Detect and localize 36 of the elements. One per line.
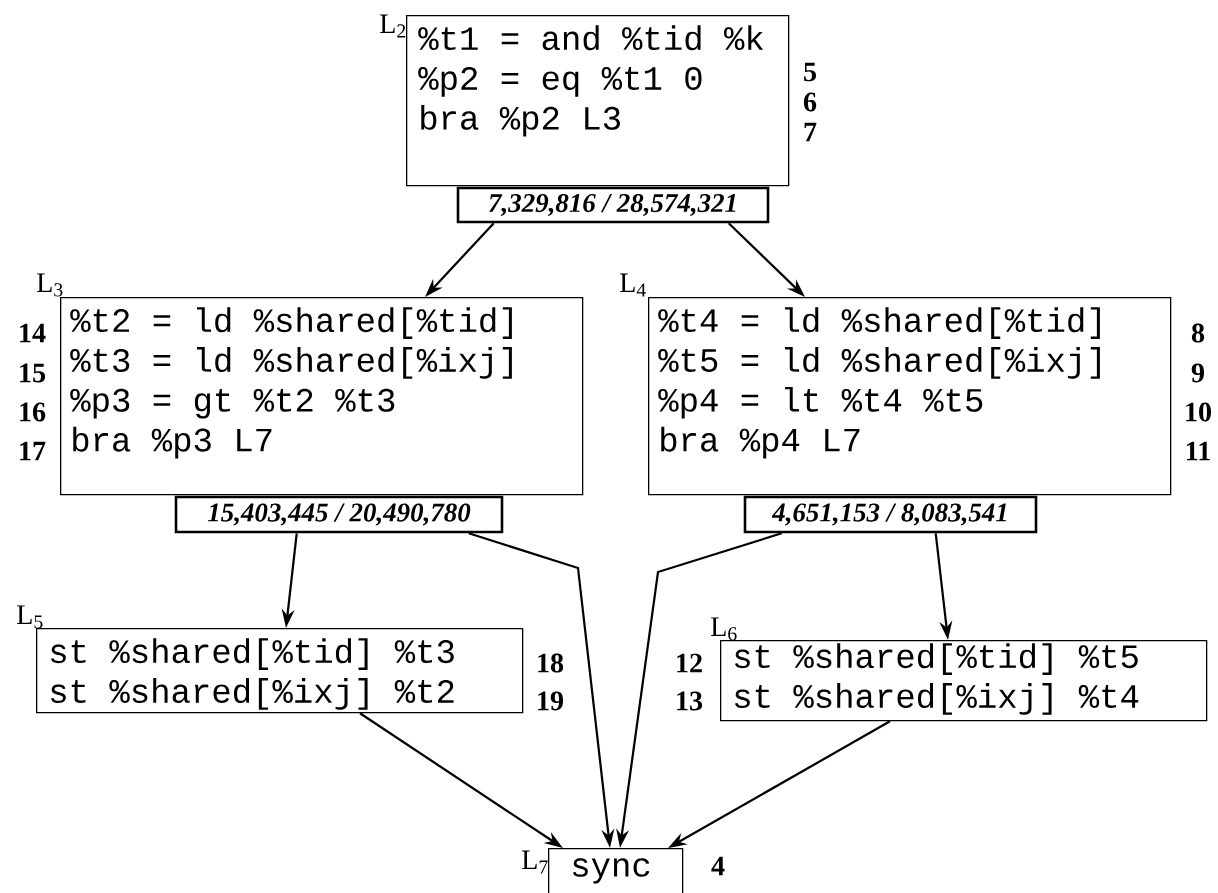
- block-label: L$_{5}$: [17, 605, 43, 629]
- line-number: 5: [804, 62, 816, 82]
- node-label: bra %p4 L7: [661, 426, 860, 459]
- line-number: 14: [20, 323, 46, 343]
- line-number: 12: [677, 653, 702, 673]
- count-box: 15,403,445 / 20,490,780: [174, 495, 504, 534]
- block-label: L$_{7}$: [522, 850, 548, 874]
- block-label: L$_{6}$: [711, 617, 737, 641]
- line-number: 18: [538, 653, 564, 673]
- node-label: %p3 = gt %t2 %t3: [70, 388, 395, 419]
- line-number: 15: [20, 363, 46, 383]
- node-label: bra %p3 L7: [73, 426, 272, 459]
- line-number: 13: [677, 691, 703, 711]
- line-number: 8: [1191, 323, 1205, 343]
- node-label: %t3 = ld %shared[%ixj]: [70, 347, 512, 379]
- block-label: L$_{3}$: [37, 273, 63, 297]
- line-number: 4: [711, 856, 725, 876]
- node-label: %p4 = lt %t4 %t5: [658, 386, 983, 419]
- count-box: 4,651,153 / 8,083,541: [743, 495, 1038, 534]
- block-label: L$_{2}$: [380, 14, 406, 38]
- code-box: st %shared[%tid] %t5 st %shared[%ixj] %t4: [720, 640, 1208, 722]
- line-number: 7: [804, 122, 817, 142]
- node-label: %t2 = ld %shared[%tid]: [70, 307, 512, 339]
- line-number: 11: [1187, 441, 1210, 461]
- line-number: 19: [538, 691, 564, 711]
- line-number: 16: [20, 402, 46, 422]
- line-number: 9: [1191, 363, 1204, 383]
- node-label: %t5 = ld %shared[%ixj]: [658, 347, 1100, 379]
- code-box: st %shared[%tid] %t3 st %shared[%ixj] %t2: [36, 628, 524, 714]
- line-number: 6: [803, 92, 817, 112]
- node-label: %t4 = ld %shared[%tid]: [658, 307, 1100, 339]
- block-label: L$_{4}$: [620, 273, 646, 297]
- line-number: 10: [1186, 402, 1211, 422]
- count-box: 7,329,816 / 28,574,321: [456, 186, 770, 224]
- line-number: 17: [20, 441, 46, 461]
- code-box: sync: [548, 848, 684, 893]
